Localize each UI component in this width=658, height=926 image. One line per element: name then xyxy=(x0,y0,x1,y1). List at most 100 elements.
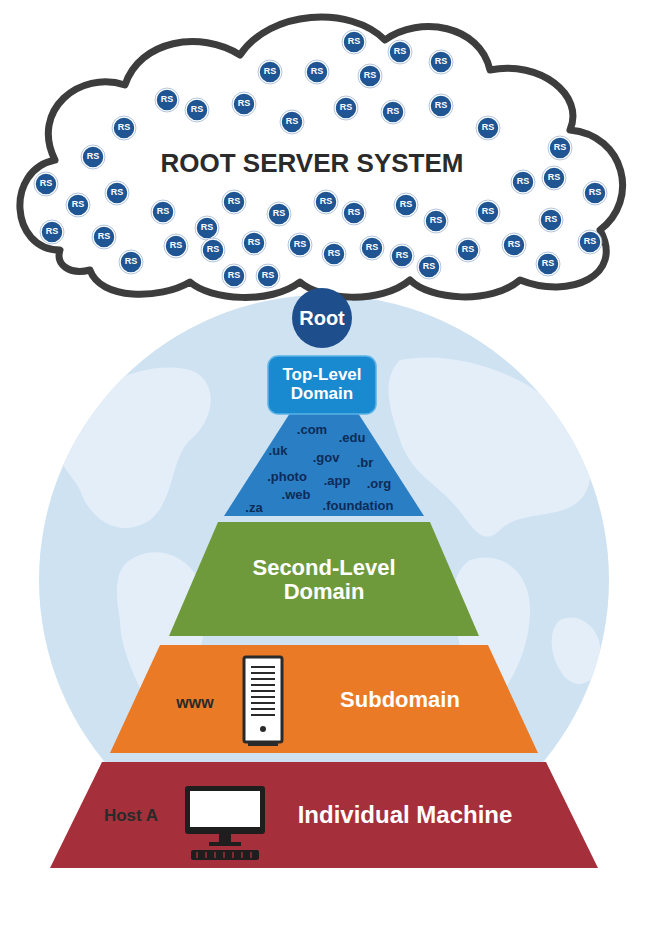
root-server-circle: RS xyxy=(256,264,280,288)
root-server-circle: RS xyxy=(334,96,358,120)
node-label: RS xyxy=(273,209,286,219)
node-label: RS xyxy=(542,259,555,269)
node-label: RS xyxy=(248,238,261,248)
root-server-circle: RS xyxy=(155,88,179,112)
root-server-circle: RS xyxy=(360,236,384,260)
subdomain-band: www Subdomain xyxy=(110,645,538,753)
node-label: RS xyxy=(46,227,59,237)
root-server-circle: RS xyxy=(381,100,405,124)
node-label: RS xyxy=(348,208,361,218)
node-label: RS xyxy=(294,240,307,250)
root-server-circle: RS xyxy=(151,200,175,224)
node-label: .photo xyxy=(267,470,307,484)
node-label: Subdomain xyxy=(340,688,460,712)
root-server-circle: RS xyxy=(66,193,90,217)
node-label: Root xyxy=(299,307,345,329)
node-label: RS xyxy=(400,200,413,210)
node-label: RS xyxy=(482,207,495,217)
node-label: RS xyxy=(394,47,407,57)
node-label: .gov xyxy=(313,451,340,465)
root-server-circle: RS xyxy=(429,94,453,118)
root-server-circle: RS xyxy=(195,216,219,240)
node-label: RS xyxy=(482,123,495,133)
node-label: .br xyxy=(357,456,374,470)
root-circle: Root xyxy=(292,288,352,348)
root-server-circle: RS xyxy=(242,231,266,255)
node-label: RS xyxy=(286,117,299,127)
root-server-circle: RS xyxy=(322,242,346,266)
node-label: RS xyxy=(396,251,409,261)
root-server-circle: RS xyxy=(222,190,246,214)
node-label: RS xyxy=(366,243,379,253)
node-label: RS xyxy=(191,105,204,115)
node-label: .web xyxy=(282,488,311,502)
node-label: .org xyxy=(367,477,392,491)
root-server-circle: RS xyxy=(119,250,143,274)
root-server-circle: RS xyxy=(388,40,412,64)
root-server-circle: RS xyxy=(81,145,105,169)
root-server-circle: RS xyxy=(112,116,136,140)
root-server-circle: RS xyxy=(548,136,572,160)
node-label: RS xyxy=(238,99,251,109)
root-server-circle: RS xyxy=(511,170,535,194)
node-label: RS xyxy=(118,123,131,133)
node-label: .uk xyxy=(269,444,288,458)
node-label: www xyxy=(176,694,213,712)
node-label: Host A xyxy=(104,807,158,826)
node-label: RS xyxy=(430,216,443,226)
root-server-circle: RS xyxy=(390,244,414,268)
second-level-domain-band: Second-Level Domain xyxy=(169,522,479,636)
node-label: RS xyxy=(125,257,138,267)
individual-machine-band: Host AIndividual Machine xyxy=(50,762,598,868)
node-label: Top-Level Domain xyxy=(270,366,374,403)
node-label: RS xyxy=(170,241,183,251)
node-label: RS xyxy=(348,37,361,47)
node-label: RS xyxy=(423,262,436,272)
root-server-circle: RS xyxy=(105,181,129,205)
node-label: RS xyxy=(364,71,377,81)
root-server-circle: RS xyxy=(258,60,282,84)
root-server-circle: RS xyxy=(185,98,209,122)
node-label: RS xyxy=(554,143,567,153)
node-label: RS xyxy=(311,67,324,77)
node-label: .app xyxy=(324,474,351,488)
node-label: RS xyxy=(72,200,85,210)
node-label: RS xyxy=(462,245,475,255)
root-server-circle: RS xyxy=(429,50,453,74)
root-server-circle: RS xyxy=(164,234,188,258)
root-server-circle: RS xyxy=(476,200,500,224)
root-server-circle: RS xyxy=(40,220,64,244)
node-label: RS xyxy=(262,271,275,281)
root-server-circle: RS xyxy=(201,238,225,262)
root-server-circle: RS xyxy=(502,233,526,257)
root-server-circle: RS xyxy=(314,190,338,214)
node-label: RS xyxy=(328,249,341,259)
root-server-circle: RS xyxy=(394,193,418,217)
root-server-circle: RS xyxy=(288,233,312,257)
root-server-circle: RS xyxy=(92,225,116,249)
node-label: RS xyxy=(228,271,241,281)
node-label: RS xyxy=(264,67,277,77)
node-label: RS xyxy=(387,107,400,117)
top-level-domain-box: Top-Level Domain xyxy=(268,356,376,414)
node-label: .za xyxy=(245,501,262,515)
node-label: RS xyxy=(340,103,353,113)
node-label: RS xyxy=(40,179,53,189)
root-server-circle: RS xyxy=(476,116,500,140)
root-server-cloud: ROOT SERVER SYSTEMRSRSRSRSRSRSRSRSRSRSRS… xyxy=(0,0,658,310)
root-server-circle: RS xyxy=(342,30,366,54)
root-server-circle: RS xyxy=(542,166,566,190)
subdomain-band-outline xyxy=(110,645,538,753)
node-label: RS xyxy=(111,188,124,198)
node-label: RS xyxy=(201,223,214,233)
root-server-circle: RS xyxy=(267,202,291,226)
node-label: RS xyxy=(517,177,530,187)
node-label: RS xyxy=(161,95,174,105)
root-server-circle: RS xyxy=(305,60,329,84)
root-server-circle: RS xyxy=(34,172,58,196)
root-server-circle: RS xyxy=(358,64,382,88)
node-label: Second-Level Domain xyxy=(224,556,424,604)
node-label: RS xyxy=(584,237,597,247)
node-label: RS xyxy=(545,215,558,225)
